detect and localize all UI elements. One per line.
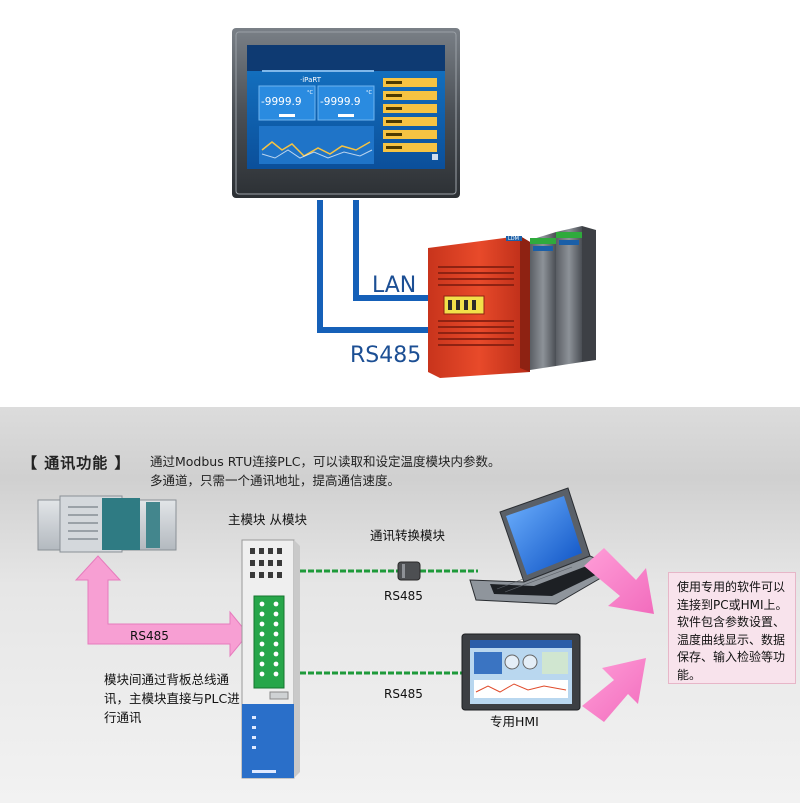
hmi-brand: ·iPaRT (300, 76, 322, 84)
hmi-device (461, 633, 581, 711)
rs485-pc-label: RS485 (384, 589, 423, 603)
hmi-software-arrow (582, 658, 646, 722)
hmi-unit-left: °C (307, 90, 314, 96)
rs485-cable (317, 200, 432, 333)
plc-device (37, 495, 177, 553)
comm-desc-line1: 通过Modbus RTU连接PLC，可以读取和设定温度模块内参数。 (150, 454, 501, 469)
hmi-label: 专用HMI (490, 714, 539, 729)
converter-label: 通讯转换模块 (370, 528, 446, 543)
hmi-value-left: -9999.9 (261, 96, 302, 108)
comm-description: 通过Modbus RTU连接PLC，可以读取和设定温度模块内参数。 多通道，只需… (150, 452, 501, 490)
software-note-box: 使用专用的软件可以连接到PC或HMI上。软件包含参数设置、温度曲线显示、数据保存… (668, 572, 796, 684)
hmi-panel: ·iPaRT -9999.9 -9999.9 °C °C (232, 28, 460, 198)
hmi-value-right: -9999.9 (320, 96, 361, 108)
lan-cable (353, 200, 432, 301)
rs485-plc-label: RS485 (130, 629, 169, 643)
rs485-top-label: RS485 (350, 343, 421, 368)
hmi-unit-right: °C (366, 90, 373, 96)
plc-module-label: LDM (508, 236, 519, 242)
comm-title: 【 通讯功能 】 (22, 454, 131, 472)
plc-rack (428, 226, 596, 378)
converter-module (397, 561, 421, 581)
lan-label: LAN (372, 273, 416, 298)
rs485-hmi-label: RS485 (384, 687, 423, 701)
backplane-note: 模块间通过背板总线通讯，主模块直接与PLC进行通讯 (104, 672, 240, 725)
comm-desc-line2: 多通道，只需一个通讯地址，提高通信速度。 (150, 473, 401, 488)
temperature-module (241, 539, 300, 779)
comm-section-background (0, 407, 800, 803)
laptop (469, 487, 620, 605)
top-diagram: ·iPaRT -9999.9 -9999.9 °C °C (232, 28, 596, 378)
module-label: 主模块 从模块 (228, 512, 307, 527)
software-note: 使用专用的软件可以连接到PC或HMI上。软件包含参数设置、温度曲线显示、数据保存… (677, 580, 788, 682)
comm-diagram: RS485 主模块 从模块 (37, 487, 654, 779)
pc-software-arrow (584, 548, 654, 614)
